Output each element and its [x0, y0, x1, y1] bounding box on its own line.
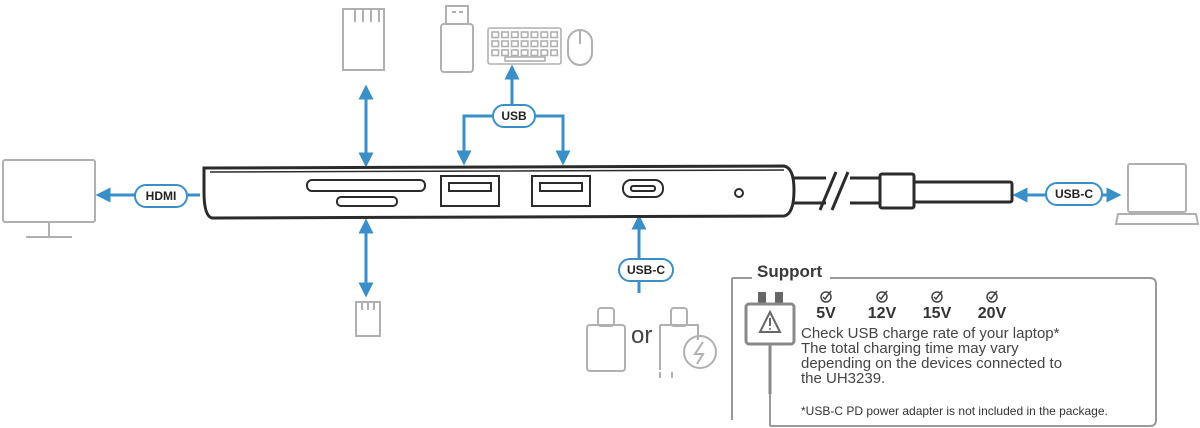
voltage-15v: 15V — [922, 305, 952, 322]
usb-c-plug-icon — [586, 307, 626, 372]
usb-flash-drive-icon — [440, 5, 474, 73]
usb-c-port-label: USB-C — [618, 258, 674, 282]
micro-sd-slot — [336, 196, 398, 207]
power-adapter-icon — [744, 292, 796, 394]
check-mark — [933, 290, 943, 301]
keyboard-key — [500, 31, 510, 39]
keyboard-key — [530, 40, 539, 48]
micro-sd-card-icon — [355, 301, 381, 337]
keyboard-key — [549, 31, 559, 39]
keyboard-key — [520, 40, 529, 48]
keyboard-key — [491, 40, 500, 48]
voltage-5v: 5V — [816, 305, 836, 322]
charge-note-line: the UH3239. — [801, 370, 886, 387]
sd-card-slot — [306, 179, 426, 192]
or-text: or — [631, 322, 653, 349]
usb-c-charger-icon — [659, 307, 717, 378]
mouse-icon — [567, 29, 593, 66]
usb-label: USB — [492, 104, 536, 128]
keyboard-spacebar — [504, 56, 546, 62]
keyboard-key — [510, 31, 519, 39]
adapter-footnote: *USB-C PD power adapter is not included … — [801, 404, 1108, 418]
support-title: Support — [752, 262, 828, 282]
keyboard-key — [540, 49, 549, 57]
keyboard-key — [540, 40, 549, 48]
check-mark — [822, 290, 832, 301]
sd-card-icon — [342, 8, 385, 71]
support-panel — [731, 277, 1157, 427]
charge-note: Check USB charge rate of your laptop* Th… — [801, 326, 1131, 386]
keyboard-key — [540, 31, 549, 39]
check-icon — [986, 291, 998, 303]
check-icon — [931, 291, 943, 303]
keyboard-key — [520, 31, 529, 39]
check-icon — [820, 291, 832, 303]
keyboard-key — [491, 49, 500, 57]
charge-note-line: depending on the devices connected to — [801, 355, 1063, 372]
laptop-icon — [1114, 163, 1200, 225]
voltage-20v: 20V — [977, 305, 1007, 322]
keyboard-key — [491, 31, 500, 39]
charge-note-line: The total charging time may vary — [801, 340, 1019, 357]
usb-c-hub — [202, 164, 1014, 220]
keyboard-key — [500, 40, 510, 48]
check-mark — [988, 290, 998, 301]
monitor-icon — [2, 159, 96, 238]
keyboard-key — [530, 49, 539, 57]
keyboard-icon — [487, 27, 562, 65]
usb-c-host-label: USB-C — [1045, 182, 1103, 206]
hdmi-label: HDMI — [134, 184, 188, 208]
charge-note-line: Check USB charge rate of your laptop* — [801, 325, 1060, 342]
keyboard-key — [549, 49, 559, 57]
check-mark — [878, 290, 888, 301]
usb-a-port-2 — [531, 175, 591, 207]
keyboard-key — [520, 49, 529, 57]
status-led — [734, 188, 744, 198]
check-icon — [876, 291, 888, 303]
keyboard-key — [500, 49, 510, 57]
keyboard-key — [510, 40, 519, 48]
usb-c-port — [622, 179, 664, 198]
voltage-12v: 12V — [867, 305, 897, 322]
keyboard-key — [530, 31, 539, 39]
usb-c-cable — [794, 171, 1014, 211]
usb-a-port-1 — [440, 175, 500, 207]
keyboard-key — [549, 40, 559, 48]
keyboard-key — [510, 49, 519, 57]
